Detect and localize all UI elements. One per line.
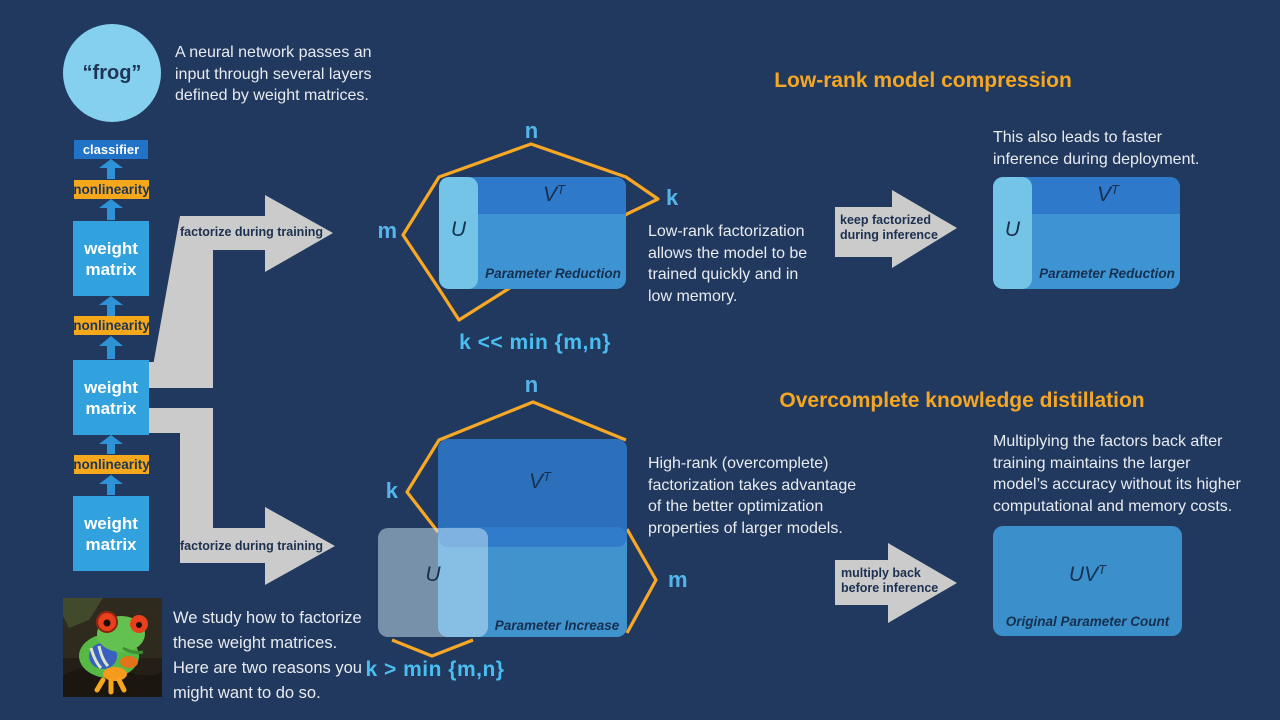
factorize-bottom-stem <box>180 408 213 563</box>
weight-matrix-label: weight matrix <box>84 377 138 418</box>
bottom-diagram-bottom-brace <box>391 638 474 658</box>
up-arrow-icon <box>99 336 123 359</box>
parameter-reduction-caption: Parameter Reduction <box>1039 266 1175 281</box>
lowrank-note-text: Low-rank factorization allows the model … <box>648 223 808 305</box>
factorized-matrix-inference <box>993 177 1180 289</box>
highrank-note-text: High-rank (overcomplete) factorization t… <box>648 455 857 537</box>
factorize-top-arrow-label: factorize during training <box>180 225 324 239</box>
dim-k-label: k <box>666 185 679 210</box>
dim-n-label: n <box>524 372 539 397</box>
weight-matrix-label: weight matrix <box>84 513 138 554</box>
parameter-reduction-caption: Parameter Reduction <box>485 266 621 281</box>
nonlinearity-label: nonlinearity <box>73 318 150 333</box>
u-label: U <box>450 218 467 241</box>
distillation-section-title: Overcomplete knowledge distillation <box>779 389 1145 412</box>
keep-factorized-arrow <box>835 190 957 268</box>
u-label: U <box>1004 218 1021 241</box>
vt-label: VT <box>1097 182 1119 206</box>
factorize-top-stem <box>180 216 213 388</box>
parameter-increase-caption: Parameter Increase <box>494 618 620 633</box>
bottom-diagram-m-brace <box>625 528 658 634</box>
factorize-bottom-arrow <box>180 507 335 585</box>
top-diagram-dimension-brace <box>401 142 660 322</box>
factorize-top-arrow <box>149 195 333 388</box>
deployment-note-text: This also leads to faster inference duri… <box>993 129 1200 168</box>
up-arrow-icon <box>99 435 123 454</box>
red-eyed-tree-frog-photo <box>63 598 162 697</box>
intro-text: A neural network passes an input through… <box>175 44 372 104</box>
factorize-bottom-arrow-label: factorize during training <box>180 539 324 553</box>
weight-matrix-box-2: weight matrix <box>73 360 149 435</box>
classifier-layer-box: classifier <box>74 140 148 159</box>
up-arrow-icon <box>99 475 123 495</box>
vt-label: VT <box>543 182 565 206</box>
dim-m-label: m <box>668 567 688 592</box>
keep-factorized-label: keep factorized during inference <box>840 213 938 242</box>
up-arrow-icon <box>99 159 123 179</box>
uvt-label: UVT <box>1068 562 1107 586</box>
vt-label: VT <box>529 469 551 493</box>
weight-matrix-box-1: weight matrix <box>73 221 149 296</box>
study-note-text: We study how to factorize these weight m… <box>173 609 362 702</box>
original-parameter-count-caption: Original Parameter Count <box>1005 614 1170 629</box>
frog-input-label: “frog” <box>82 61 142 84</box>
nonlinearity-layer-box-2: nonlinearity <box>73 316 150 335</box>
nonlinearity-label: nonlinearity <box>73 182 150 197</box>
multiply-back-note-text: Multiplying the factors back after train… <box>993 433 1241 515</box>
up-arrow-icon <box>99 199 123 220</box>
weight-matrix-label: weight matrix <box>84 238 138 279</box>
frog-input-circle: “frog” <box>63 24 161 122</box>
dim-m-label: m <box>377 218 397 243</box>
dim-n-label: n <box>524 118 539 143</box>
dim-k-label: k <box>385 478 398 503</box>
bottom-diagram-nk-brace <box>405 400 627 533</box>
multiply-back-arrow <box>835 543 957 623</box>
up-arrow-icon <box>99 296 123 316</box>
nonlinearity-layer-box-1: nonlinearity <box>73 180 150 199</box>
factorized-matrix-training-top <box>439 177 626 289</box>
recomposed-matrix <box>993 526 1182 636</box>
classifier-label: classifier <box>82 142 140 157</box>
lowrank-condition: k << min {m,n} <box>459 331 611 354</box>
u-strip <box>993 177 1032 289</box>
multiply-back-label: multiply back before inference <box>841 566 939 595</box>
u-matrix-bottom <box>378 528 488 637</box>
u-strip <box>439 177 478 289</box>
u-label: U <box>425 563 441 586</box>
nonlinearity-layer-box-3: nonlinearity <box>73 455 150 474</box>
weight-matrix-box-3: weight matrix <box>73 496 149 571</box>
compression-section-title: Low-rank model compression <box>774 69 1072 92</box>
overcomplete-condition: k > min {m,n} <box>365 658 505 681</box>
nonlinearity-label: nonlinearity <box>73 457 150 472</box>
